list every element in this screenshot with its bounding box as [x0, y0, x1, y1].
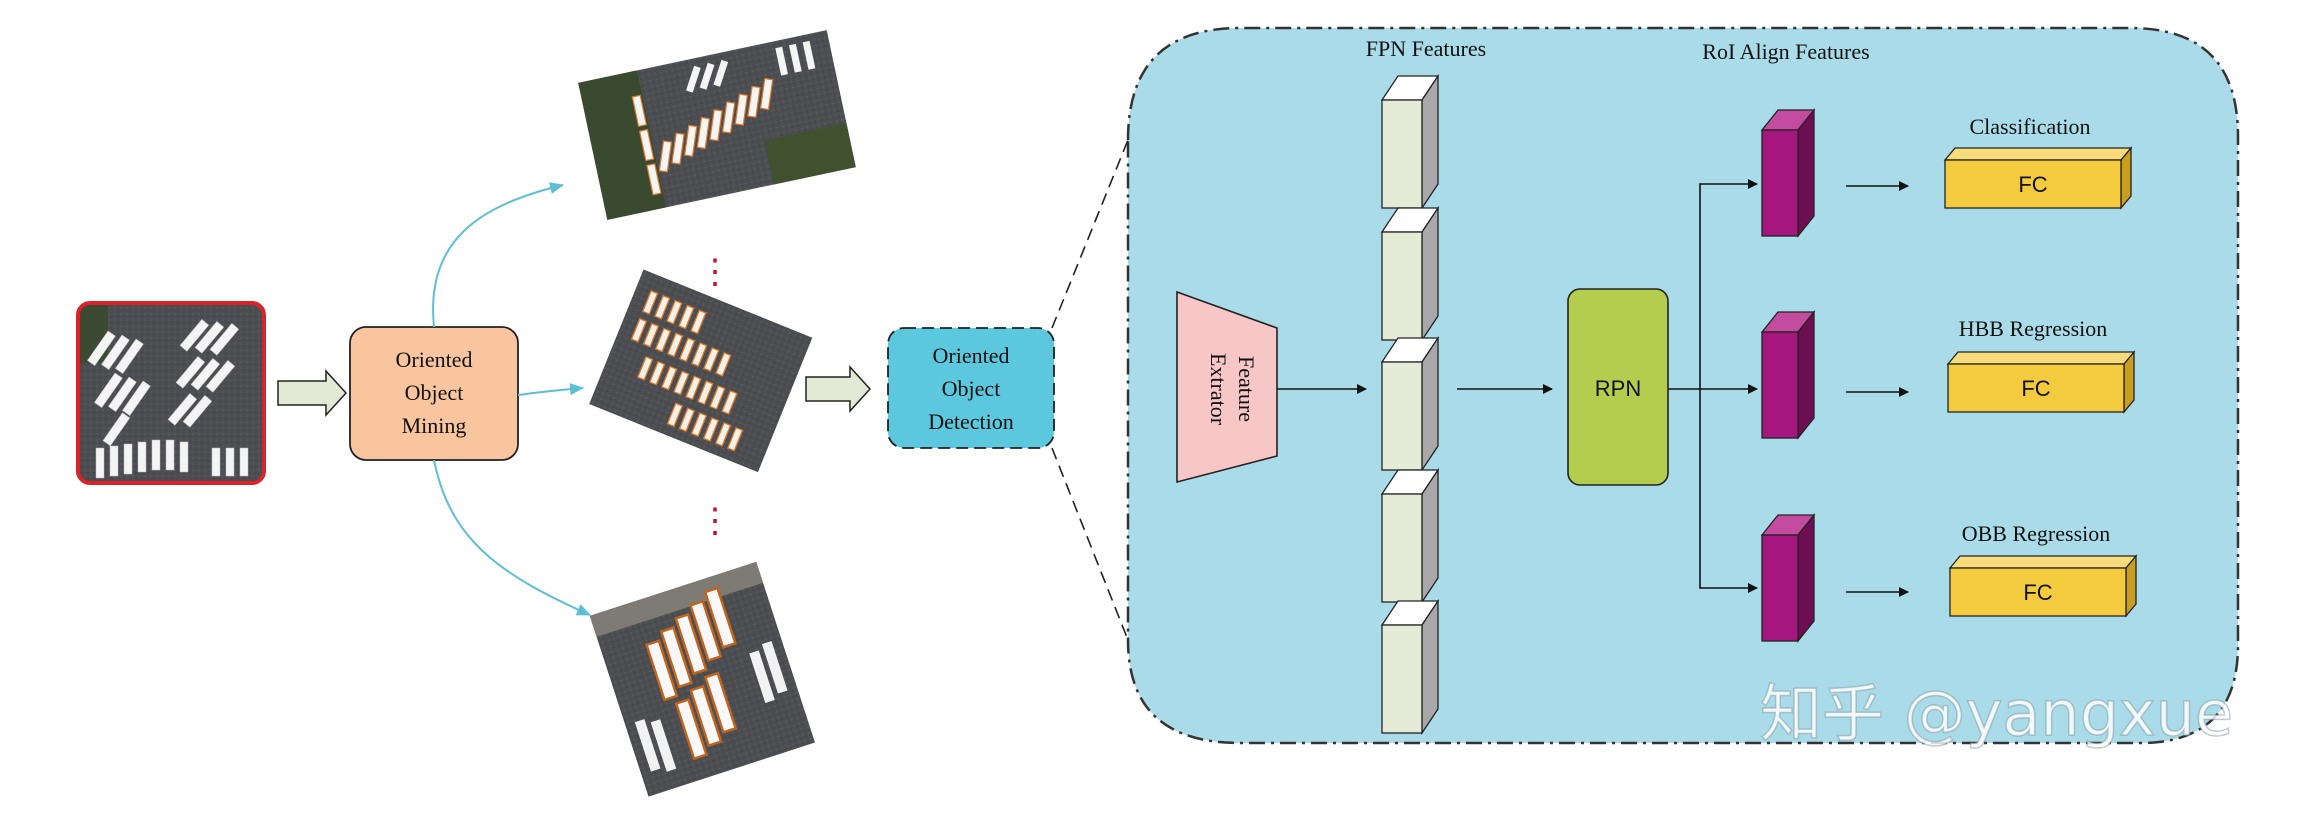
feature-extractor: Feature Extrator	[1176, 290, 1278, 484]
classification-fc-label: FC	[2018, 172, 2047, 197]
detection-label-line2: Object	[942, 376, 1001, 401]
head-classification: Classification FC	[1943, 114, 2133, 210]
head-hbb-regression: HBB Regression FC	[1946, 316, 2136, 414]
block-arrow-input-to-mining	[277, 369, 348, 417]
fpn-block-5	[1380, 598, 1440, 736]
detection-label-line1: Oriented	[933, 343, 1010, 368]
aerial-image-sample-top	[578, 30, 856, 220]
classification-title: Classification	[1970, 114, 2091, 139]
roi-block-hbb	[1760, 310, 1816, 440]
head-obb-regression: OBB Regression FC	[1948, 521, 2138, 618]
fpn-block-3	[1380, 335, 1440, 473]
watermark-text: 知乎 @yangxue	[1760, 677, 2233, 750]
fpn-feature-stack	[1380, 73, 1440, 736]
teal-arrow-bottom	[433, 459, 591, 616]
detection-label-line3: Detection	[928, 409, 1014, 434]
zoom-connector-lines	[1051, 139, 1129, 641]
input-image-border	[76, 301, 266, 485]
hbb-regression-title: HBB Regression	[1959, 316, 2108, 341]
rpn-branch-connectors	[1668, 179, 1758, 593]
rpn-block: RPN	[1567, 288, 1669, 486]
ellipsis-upper: ⋮	[698, 254, 732, 291]
teal-arrow-top	[432, 182, 564, 328]
feature-extractor-label-line2: Extrator	[1206, 353, 1231, 426]
fpn-features-title: FPN Features	[1366, 36, 1486, 61]
roi-to-fc-arrows	[1846, 181, 1909, 597]
mining-label-line3: Mining	[402, 413, 467, 438]
aerial-image-sample-bottom	[589, 561, 815, 797]
teal-arrow-middle	[517, 383, 584, 396]
mining-output-arrows	[432, 182, 591, 616]
mining-label-line1: Oriented	[396, 347, 473, 372]
fpn-block-4	[1380, 467, 1440, 605]
roi-block-classification	[1760, 108, 1816, 238]
roi-feature-stack	[1760, 108, 1816, 643]
obb-regression-fc-label: FC	[2023, 580, 2052, 605]
ellipsis-lower: ⋮	[698, 503, 732, 540]
rpn-label: RPN	[1595, 376, 1641, 401]
detection-box: Oriented Object Detection	[887, 327, 1055, 449]
roi-block-obb	[1760, 513, 1816, 643]
block-arrow-samples-to-detection	[805, 365, 872, 413]
fpn-block-1	[1380, 73, 1440, 211]
aerial-image-sample-middle	[589, 269, 813, 473]
obb-regression-title: OBB Regression	[1962, 521, 2111, 546]
roi-align-features-title: RoI Align Features	[1702, 39, 1869, 64]
feature-extractor-label-line1: Feature	[1234, 356, 1259, 422]
input-aerial-image	[76, 301, 266, 485]
mining-box: Oriented Object Mining	[349, 326, 519, 461]
fpn-block-2	[1380, 205, 1440, 343]
mining-label-line2: Object	[405, 380, 464, 405]
hbb-regression-fc-label: FC	[2021, 376, 2050, 401]
